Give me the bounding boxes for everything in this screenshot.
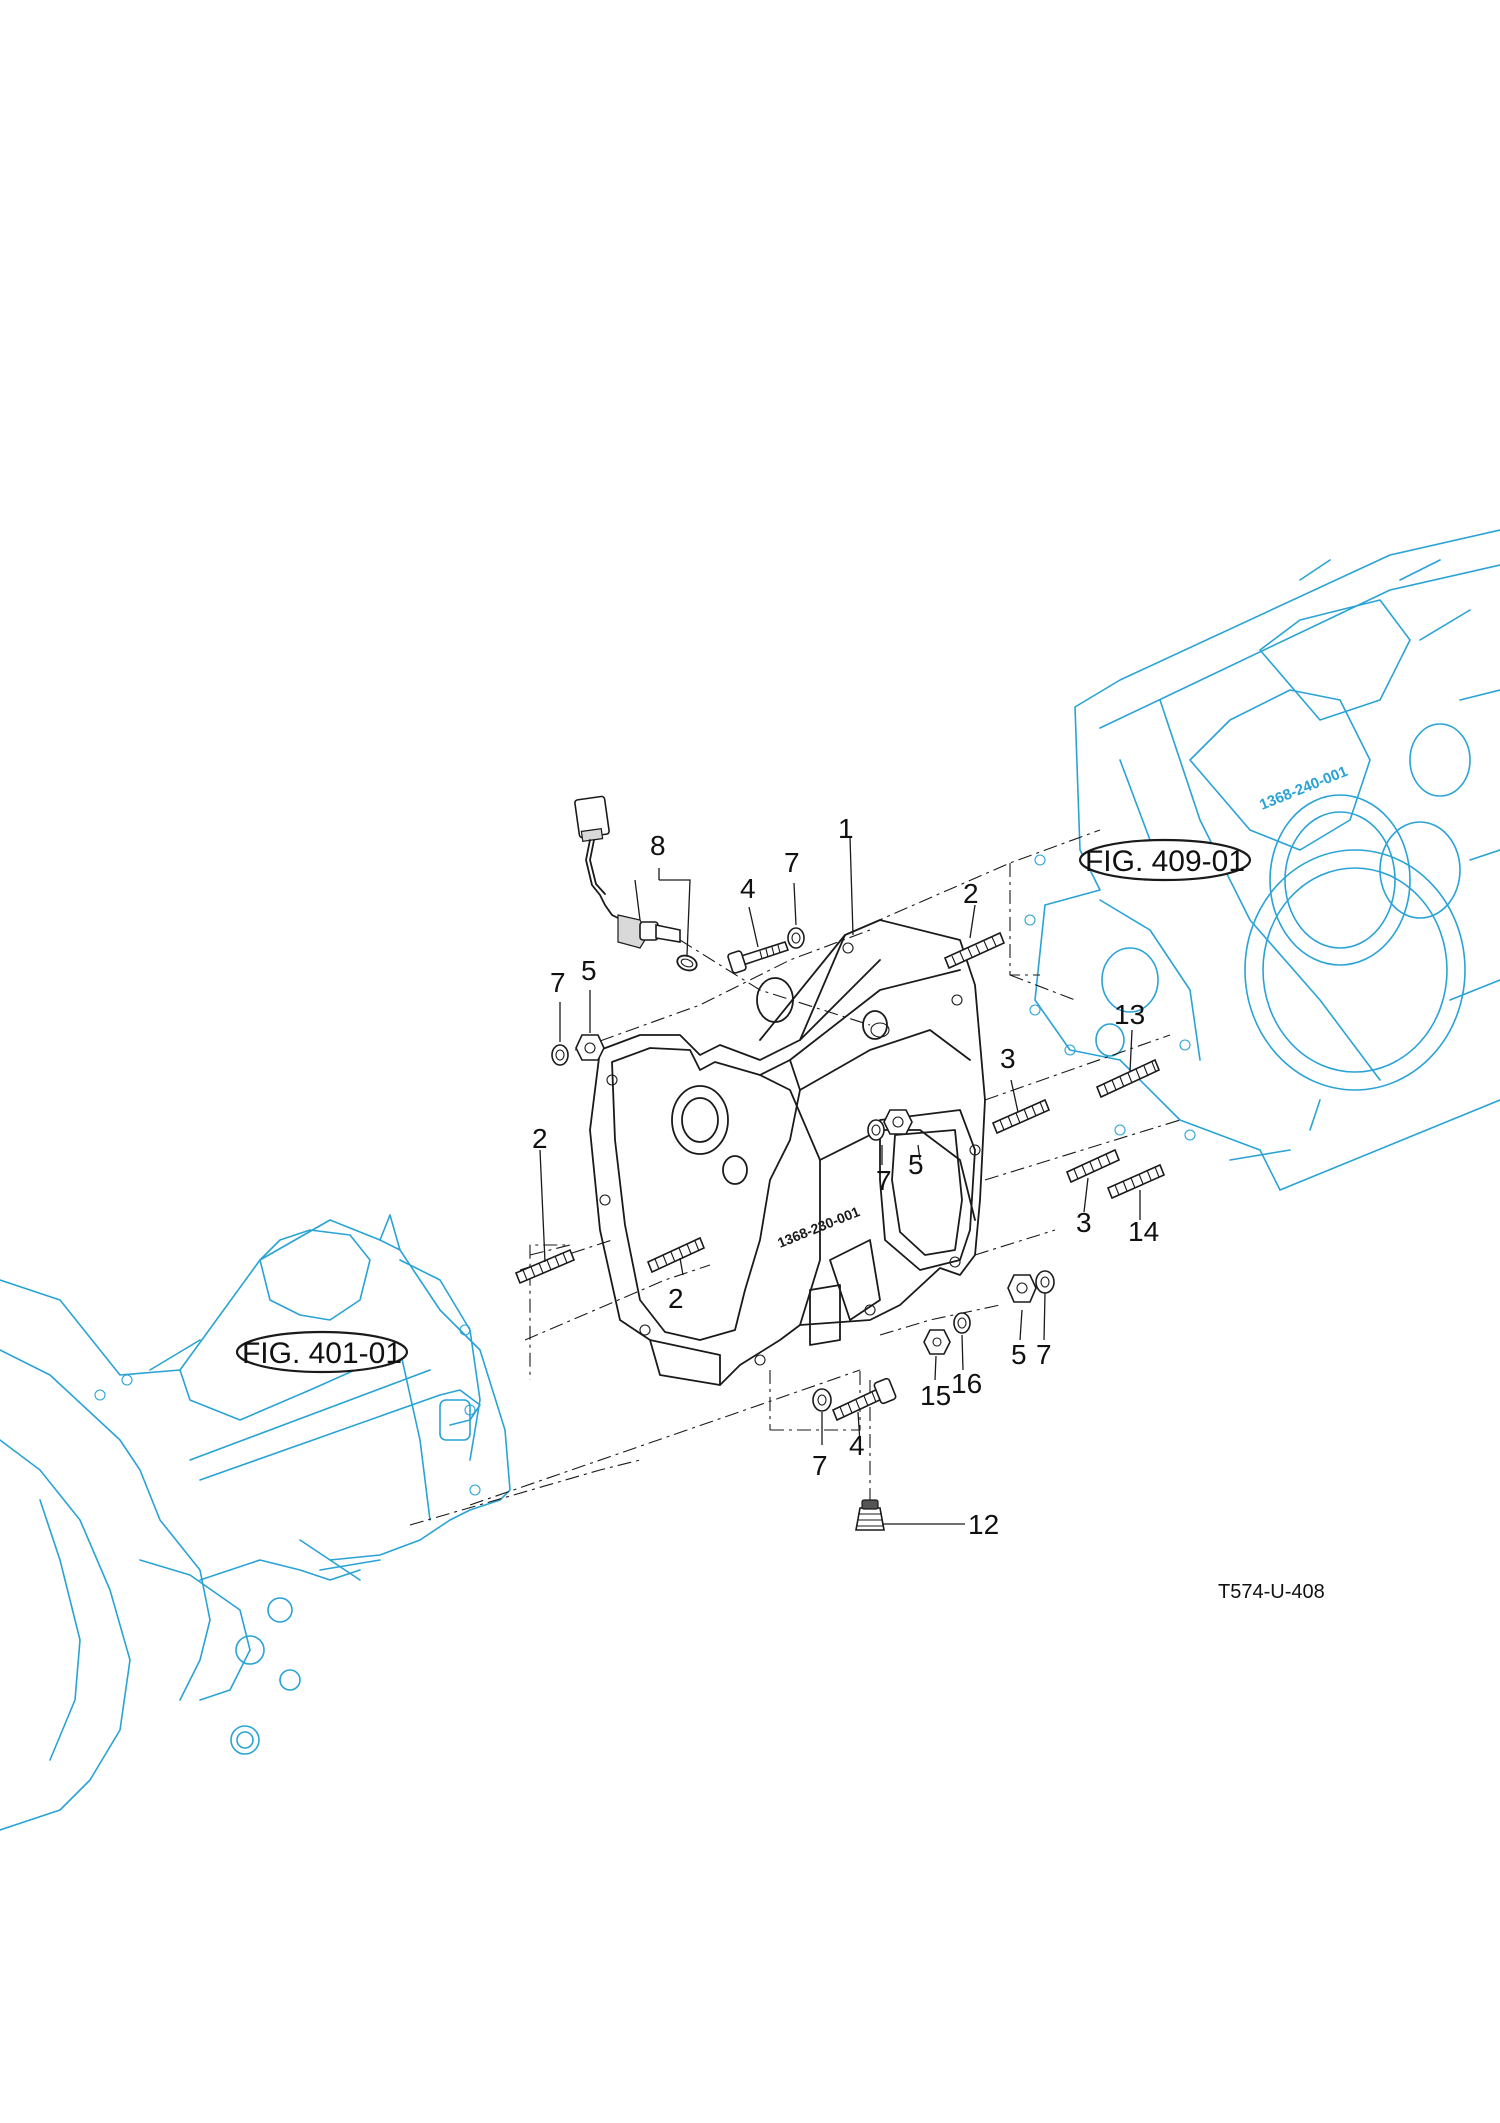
bolt-lower bbox=[831, 1377, 897, 1422]
callout-5c: 5 bbox=[1011, 1339, 1027, 1370]
drawing-code: T574-U-408 bbox=[1218, 1581, 1325, 1603]
figure-reference-401-label: FIG. 401-01 bbox=[242, 1337, 402, 1370]
callout-7a: 7 bbox=[784, 847, 800, 878]
callout-7e: 7 bbox=[812, 1450, 828, 1481]
callout-13: 13 bbox=[1114, 999, 1145, 1030]
callout-labels: 1 2 2 2 3 3 4 4 5 5 5 7 7 7 7 7 8 12 13 … bbox=[532, 813, 1159, 1540]
nut-center bbox=[883, 1109, 913, 1135]
callout-2c: 2 bbox=[668, 1283, 684, 1314]
callout-7c: 7 bbox=[876, 1165, 892, 1196]
drain-plug bbox=[855, 1499, 885, 1531]
callout-12: 12 bbox=[968, 1509, 999, 1540]
figure-reference-409: FIG. 409-01 bbox=[1078, 838, 1252, 882]
callout-2a: 2 bbox=[963, 878, 979, 909]
callout-15: 15 bbox=[920, 1380, 951, 1411]
sensor-switch-assembly bbox=[574, 795, 698, 972]
callout-2b: 2 bbox=[532, 1123, 548, 1154]
callout-7b: 7 bbox=[550, 967, 566, 998]
callout-4b: 4 bbox=[849, 1430, 865, 1461]
callout-1: 1 bbox=[838, 813, 854, 844]
stud-upper-right bbox=[943, 931, 1006, 970]
callout-7d: 7 bbox=[1036, 1339, 1052, 1370]
leader-lines bbox=[539, 836, 1141, 1525]
stud-2-center bbox=[646, 1236, 706, 1274]
washer-center bbox=[867, 1119, 885, 1141]
fasteners bbox=[514, 927, 1166, 1531]
washer-lower bbox=[812, 1388, 832, 1412]
stud-14 bbox=[1106, 1163, 1166, 1200]
callout-3b: 3 bbox=[1076, 1207, 1092, 1238]
washer-16 bbox=[953, 1312, 971, 1334]
washer-left bbox=[551, 1044, 569, 1066]
stud-2-left bbox=[514, 1248, 576, 1285]
washer-right bbox=[1035, 1270, 1055, 1294]
mid-transmission-case bbox=[589, 919, 986, 1386]
stud-3-upper bbox=[991, 1098, 1051, 1135]
casting-mark-mid: 1368-230-001 bbox=[775, 1203, 862, 1251]
callout-5b: 5 bbox=[908, 1149, 924, 1180]
figure-reference-401: FIG. 401-01 bbox=[235, 1330, 409, 1374]
figure-reference-409-label: FIG. 409-01 bbox=[1085, 845, 1245, 878]
nut-15 bbox=[923, 1329, 951, 1355]
callout-8: 8 bbox=[650, 830, 666, 861]
bolt-upper bbox=[727, 941, 790, 974]
nut-right bbox=[1007, 1274, 1037, 1303]
stud-13 bbox=[1095, 1058, 1161, 1099]
nut-left bbox=[575, 1034, 605, 1061]
callout-14: 14 bbox=[1128, 1216, 1159, 1247]
callout-5a: 5 bbox=[581, 955, 597, 986]
washer-upper bbox=[787, 927, 805, 949]
callout-16: 16 bbox=[951, 1368, 982, 1399]
callout-4a: 4 bbox=[740, 873, 756, 904]
casting-mark-rear: 1368-240-001 bbox=[1257, 763, 1350, 814]
callout-3a: 3 bbox=[1000, 1043, 1016, 1074]
front-clutch-housing-reference bbox=[0, 1214, 511, 1831]
stud-3-lower bbox=[1065, 1148, 1121, 1184]
